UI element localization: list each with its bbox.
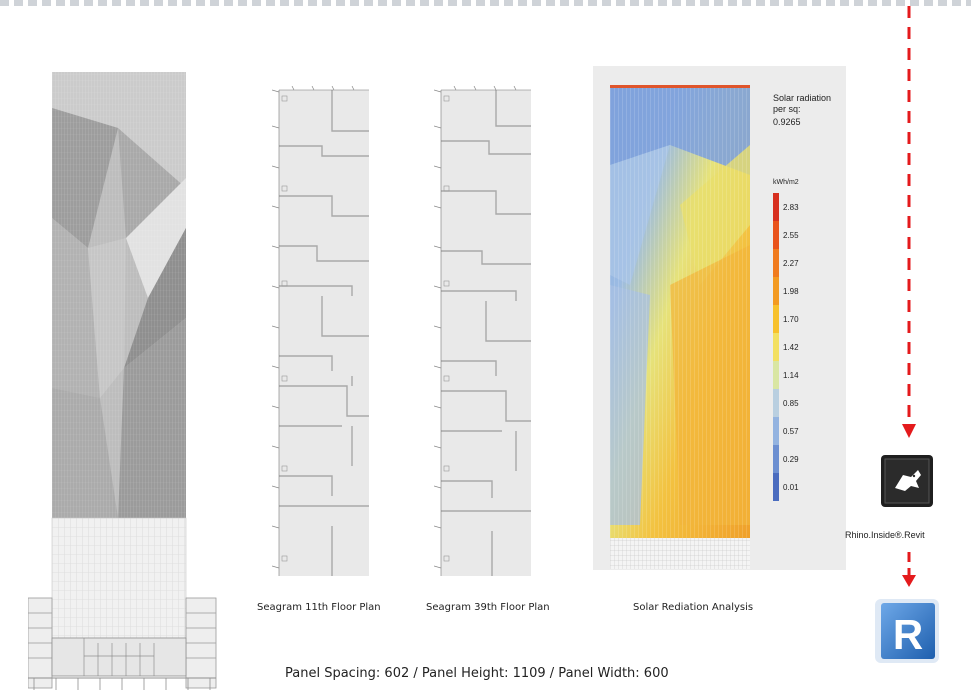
legend-label: 0.29 [783, 455, 799, 464]
legend-swatch [773, 473, 779, 501]
caption-floor-39: Seagram 39th Floor Plan [426, 602, 550, 613]
legend-label: 1.14 [783, 371, 799, 380]
building-facade-render [28, 72, 217, 690]
legend-swatch [773, 445, 779, 473]
legend-label: 0.01 [783, 483, 799, 492]
solar-title-line2: per sq: [773, 104, 801, 114]
rhino-icon [884, 458, 930, 504]
top-dashed-border [0, 0, 971, 6]
legend-swatch [773, 277, 779, 305]
solar-analysis-panel: Solar radiation per sq: 0.9265 kWh/m2 2.… [593, 66, 846, 570]
legend-label: 2.55 [783, 231, 799, 240]
solar-title-line1: Solar radiation [773, 93, 832, 103]
solar-value: 0.9265 [773, 117, 801, 127]
legend-swatch [773, 417, 779, 445]
floor-plan-39th [434, 86, 531, 576]
workflow-arrow-bottom [902, 552, 916, 587]
legend-swatch [773, 249, 779, 277]
legend-swatch [773, 305, 779, 333]
legend-label: 0.57 [783, 427, 799, 436]
legend-label: 1.70 [783, 315, 799, 324]
rhino-inside-logo [881, 455, 933, 507]
workflow-arrow-top [902, 6, 916, 438]
legend-label: 1.42 [783, 343, 799, 352]
panel-parameters: Panel Spacing: 602 / Panel Height: 1109 … [285, 666, 669, 681]
caption-floor-11: Seagram 11th Floor Plan [257, 602, 381, 613]
revit-letter: R [893, 611, 923, 658]
legend-label: 0.85 [783, 399, 799, 408]
floor-plan-11th [272, 86, 369, 576]
legend-swatch [773, 193, 779, 221]
caption-solar: Solar Rediation Analysis [633, 602, 754, 613]
legend-swatch [773, 389, 779, 417]
legend-label: 2.27 [783, 259, 799, 268]
legend-label: 1.98 [783, 287, 799, 296]
revit-logo: R [873, 597, 941, 665]
revit-icon: R [875, 599, 939, 663]
solar-heatmap [610, 85, 750, 569]
legend-swatch [773, 333, 779, 361]
legend-unit: kWh/m2 [773, 179, 799, 186]
legend-swatch [773, 221, 779, 249]
legend-label: 2.83 [783, 203, 799, 212]
rhino-inside-label: Rhino.Inside®.Revit [845, 530, 925, 540]
legend-swatch [773, 361, 779, 389]
